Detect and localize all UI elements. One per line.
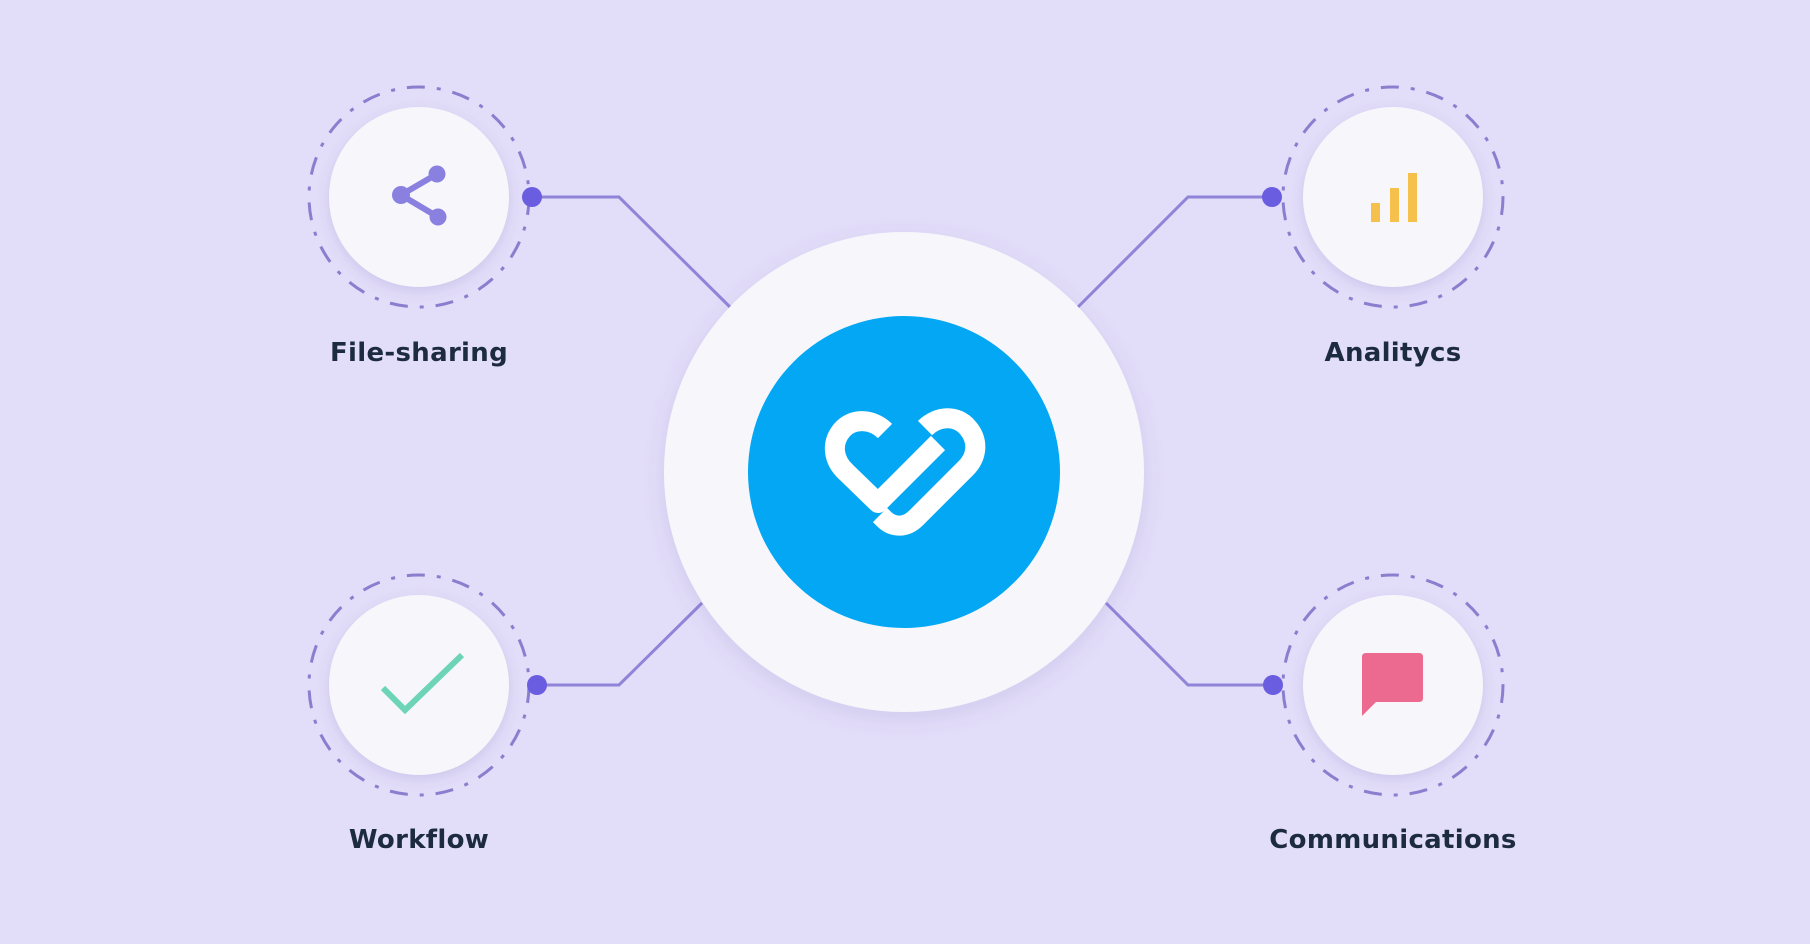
connector-file-sharing xyxy=(532,195,734,311)
node-circle xyxy=(329,595,509,775)
connector-dot xyxy=(1263,675,1283,695)
connector-communications xyxy=(1104,601,1273,687)
label-workflow: Workflow xyxy=(348,825,490,855)
connectors xyxy=(532,195,1273,687)
share-icon xyxy=(392,165,447,226)
label-communications: Communications xyxy=(1269,825,1517,855)
heart-link-logo-icon xyxy=(825,408,986,536)
node-analytics[interactable] xyxy=(1262,85,1505,309)
connector-dot xyxy=(527,675,547,695)
label-file-sharing: File-sharing xyxy=(330,338,508,368)
node-workflow[interactable] xyxy=(307,573,547,797)
chat-bubble-icon xyxy=(1362,653,1423,716)
bar-chart-icon xyxy=(1371,173,1417,222)
dashed-ring xyxy=(1281,573,1505,797)
connector-dot xyxy=(522,187,542,207)
dashed-ring xyxy=(1281,85,1505,309)
node-circle xyxy=(329,107,509,287)
node-communications[interactable] xyxy=(1263,573,1505,797)
connector-dot xyxy=(1262,187,1282,207)
connector-workflow xyxy=(537,601,704,687)
connector-analytics xyxy=(1074,195,1272,311)
hub[interactable] xyxy=(664,232,1144,712)
label-analytics: Analitycs xyxy=(1324,338,1462,368)
checkmark-icon xyxy=(380,652,465,715)
node-file-sharing[interactable] xyxy=(307,85,542,309)
